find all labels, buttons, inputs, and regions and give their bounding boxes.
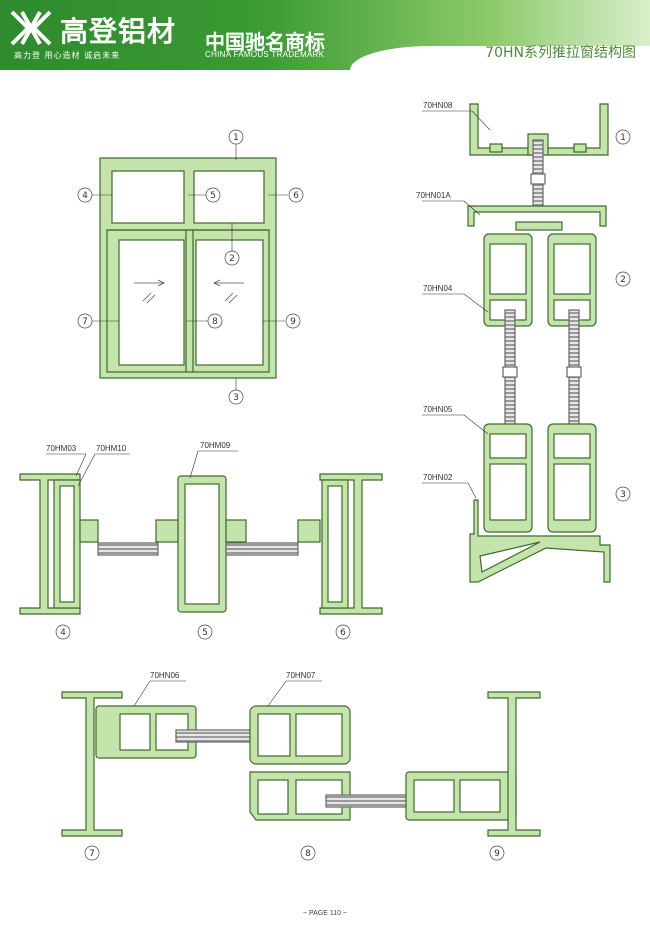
callout-4: 4 bbox=[82, 191, 88, 201]
horizontal-section-lower bbox=[61, 691, 541, 837]
trademark-cn: 中国驰名商标 bbox=[205, 30, 325, 54]
part-70hn06: 70HN06 bbox=[150, 671, 180, 680]
window-elevation bbox=[99, 157, 277, 379]
callout-8-section: 8 bbox=[305, 849, 311, 859]
part-70hm09: 70HM09 bbox=[200, 441, 231, 450]
part-70hn08: 70HN08 bbox=[423, 101, 453, 110]
part-labels: 70HN08 70HN01A 70HN04 70HN05 70HN02 70HM… bbox=[46, 101, 453, 680]
callout-1-section: 1 bbox=[620, 133, 626, 143]
brand-slogan: 高力登 用心造材 诚启未来 bbox=[14, 51, 121, 60]
part-70hm10: 70HM10 bbox=[96, 444, 127, 453]
callout-numbers: 1 4 5 6 2 7 8 9 3 1 2 3 4 5 6 7 8 9 bbox=[60, 133, 626, 859]
part-70hn01a: 70HN01A bbox=[416, 191, 451, 200]
part-70hn04: 70HN04 bbox=[423, 284, 453, 293]
callout-8: 8 bbox=[212, 317, 218, 327]
callout-9: 9 bbox=[290, 317, 296, 327]
callout-circles bbox=[55, 129, 631, 861]
brand-name: 高登铝材 bbox=[60, 15, 177, 48]
leader-lines bbox=[46, 110, 491, 707]
structure-diagram: 1 4 5 6 2 7 8 9 3 1 2 3 4 5 6 7 8 9 70HN… bbox=[19, 101, 631, 861]
part-70hn02: 70HN02 bbox=[423, 473, 453, 482]
callout-6: 6 bbox=[293, 191, 299, 201]
callout-9-section: 9 bbox=[494, 849, 500, 859]
page-footer: ~ PAGE 110 ~ bbox=[302, 910, 348, 917]
vertical-section bbox=[467, 103, 611, 583]
callout-4-section: 4 bbox=[60, 628, 66, 638]
callout-1: 1 bbox=[233, 133, 239, 143]
page-title: 70HN系列推拉窗结构图 bbox=[485, 45, 636, 61]
callout-7-section: 7 bbox=[89, 849, 95, 859]
header-curve bbox=[350, 46, 650, 70]
callout-2-section: 2 bbox=[620, 275, 626, 285]
part-70hn07: 70HN07 bbox=[286, 671, 316, 680]
callout-5-section: 5 bbox=[202, 628, 208, 638]
callout-7: 7 bbox=[82, 317, 88, 327]
callout-2: 2 bbox=[229, 254, 235, 264]
trademark-en: CHINA FAMOUS TRADEMARK bbox=[205, 50, 325, 59]
horizontal-section-upper bbox=[19, 473, 383, 615]
callout-5: 5 bbox=[210, 191, 216, 201]
brand-logo-icon bbox=[10, 10, 52, 46]
callout-6-section: 6 bbox=[340, 628, 346, 638]
callout-3-section: 3 bbox=[620, 490, 626, 500]
page-header: 高登铝材 高力登 用心造材 诚启未来 中国驰名商标 CHINA FAMOUS T… bbox=[0, 0, 650, 70]
part-70hm03: 70HM03 bbox=[46, 444, 77, 453]
callout-3: 3 bbox=[233, 393, 239, 403]
part-70hn05: 70HN05 bbox=[423, 405, 453, 414]
